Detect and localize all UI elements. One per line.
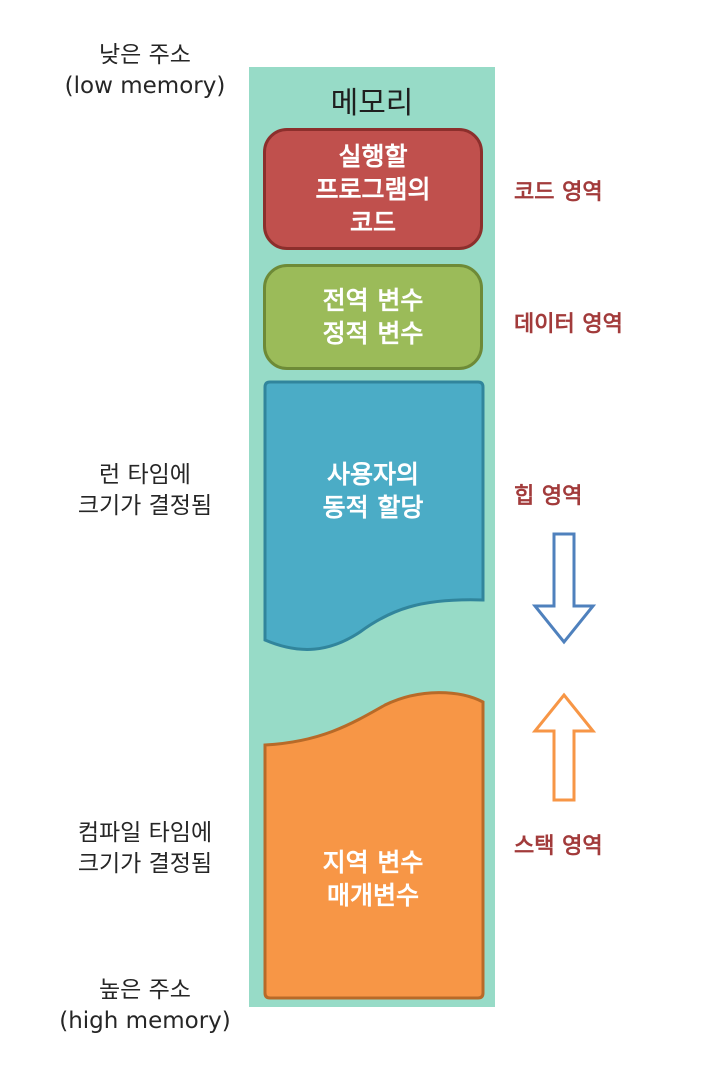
runtime-line1: 런 타임에	[99, 462, 191, 488]
low-address-label: 낮은 주소 (low memory)	[60, 40, 230, 102]
heap-block-line1: 사용자의	[326, 460, 419, 489]
compile-time-line2: 크기가 결정됨	[77, 851, 213, 877]
high-address-korean: 높은 주소	[99, 977, 191, 1003]
data-segment-block: 전역 변수 정적 변수	[263, 264, 483, 370]
heap-block-text: 사용자의 동적 할당	[263, 458, 483, 524]
data-block-line1: 전역 변수	[322, 286, 424, 315]
high-address-english: (high memory)	[59, 1008, 231, 1034]
memory-title: 메모리	[330, 86, 414, 121]
runtime-label: 런 타임에 크기가 결정됨	[50, 460, 240, 522]
compile-time-label: 컴파일 타임에 크기가 결정됨	[50, 818, 240, 880]
heap-segment-shape	[263, 380, 485, 651]
stack-block-line1: 지역 변수	[322, 848, 424, 877]
stack-block-line2: 매개변수	[326, 881, 419, 910]
code-block-line3: 코드	[349, 207, 396, 237]
code-segment-block: 실행할 프로그램의 코드	[263, 128, 483, 250]
code-region-label: 코드 영역	[514, 180, 603, 205]
low-address-korean: 낮은 주소	[99, 42, 191, 68]
compile-time-line1: 컴파일 타임에	[77, 820, 213, 846]
stack-block-text: 지역 변수 매개변수	[263, 846, 483, 912]
code-block-line2: 프로그램의	[315, 174, 431, 204]
stack-segment-shape	[263, 691, 485, 1000]
data-block-line2: 정적 변수	[322, 319, 424, 348]
runtime-line2: 크기가 결정됨	[77, 493, 213, 519]
heap-region-label: 힙 영역	[514, 484, 583, 509]
arrow-down-icon	[531, 532, 597, 645]
stack-region-label: 스택 영역	[514, 834, 603, 859]
data-region-label: 데이터 영역	[514, 312, 623, 337]
heap-block-line2: 동적 할당	[322, 493, 424, 522]
low-address-english: (low memory)	[64, 73, 226, 99]
high-address-label: 높은 주소 (high memory)	[50, 975, 240, 1037]
arrow-up-icon	[531, 692, 597, 802]
code-block-line1: 실행할	[338, 141, 408, 171]
